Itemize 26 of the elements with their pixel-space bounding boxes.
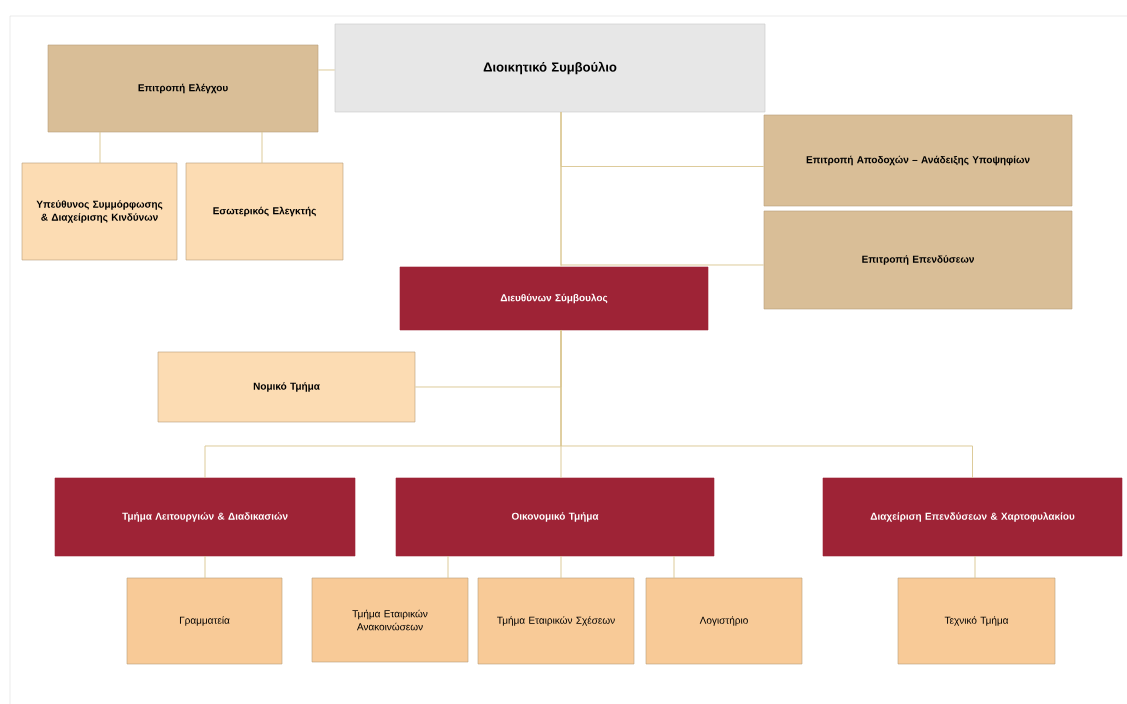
department-box: Γραμματεία (126, 577, 283, 665)
connector-line (261, 131, 263, 164)
unit-box: Υπεύθυνος Συμμόρφωσης & Διαχείρισης Κινδύνων (21, 162, 178, 261)
committee-box: Επιτροπή Ελέγχου (47, 44, 319, 133)
connector-line (974, 555, 976, 579)
division-box: Διευθύνων Σύμβουλος (399, 266, 709, 331)
connector-line (99, 131, 101, 164)
connector-line (560, 111, 562, 268)
connector-line (560, 329, 973, 479)
division-box: Διαχείριση Επενδύσεων & Χαρτοφυλακίου (822, 477, 1123, 557)
connector-line (447, 555, 449, 579)
department-box: Τεχνικό Τμήμα (897, 577, 1056, 665)
connector-line (317, 69, 336, 71)
division-box: Τμήμα Λειτουργιών & Διαδικασιών (54, 477, 356, 557)
division-box: Οικονομικό Τμήμα (395, 477, 715, 557)
connector-line (673, 555, 675, 579)
connector-line (204, 555, 206, 579)
unit-box: Εσωτερικός Ελεγκτής (185, 162, 344, 261)
committee-box: Επιτροπή Αποδοχών – Ανάδειξης Υποψηφίων (763, 114, 1073, 207)
department-box: Τμήμα Εταιρικών Σχέσεων (477, 577, 635, 665)
department-box: Λογιστήριο (645, 577, 803, 665)
department-box: Τμήμα Εταιρικών Ανακοινώσεων (311, 577, 469, 663)
committee-box: Επιτροπή Επενδύσεων (763, 210, 1073, 310)
unit-box: Νομικό Τμήμα (157, 351, 416, 423)
board-box: Διοικητικό Συμβούλιο (334, 23, 766, 113)
connector-line (560, 555, 562, 579)
